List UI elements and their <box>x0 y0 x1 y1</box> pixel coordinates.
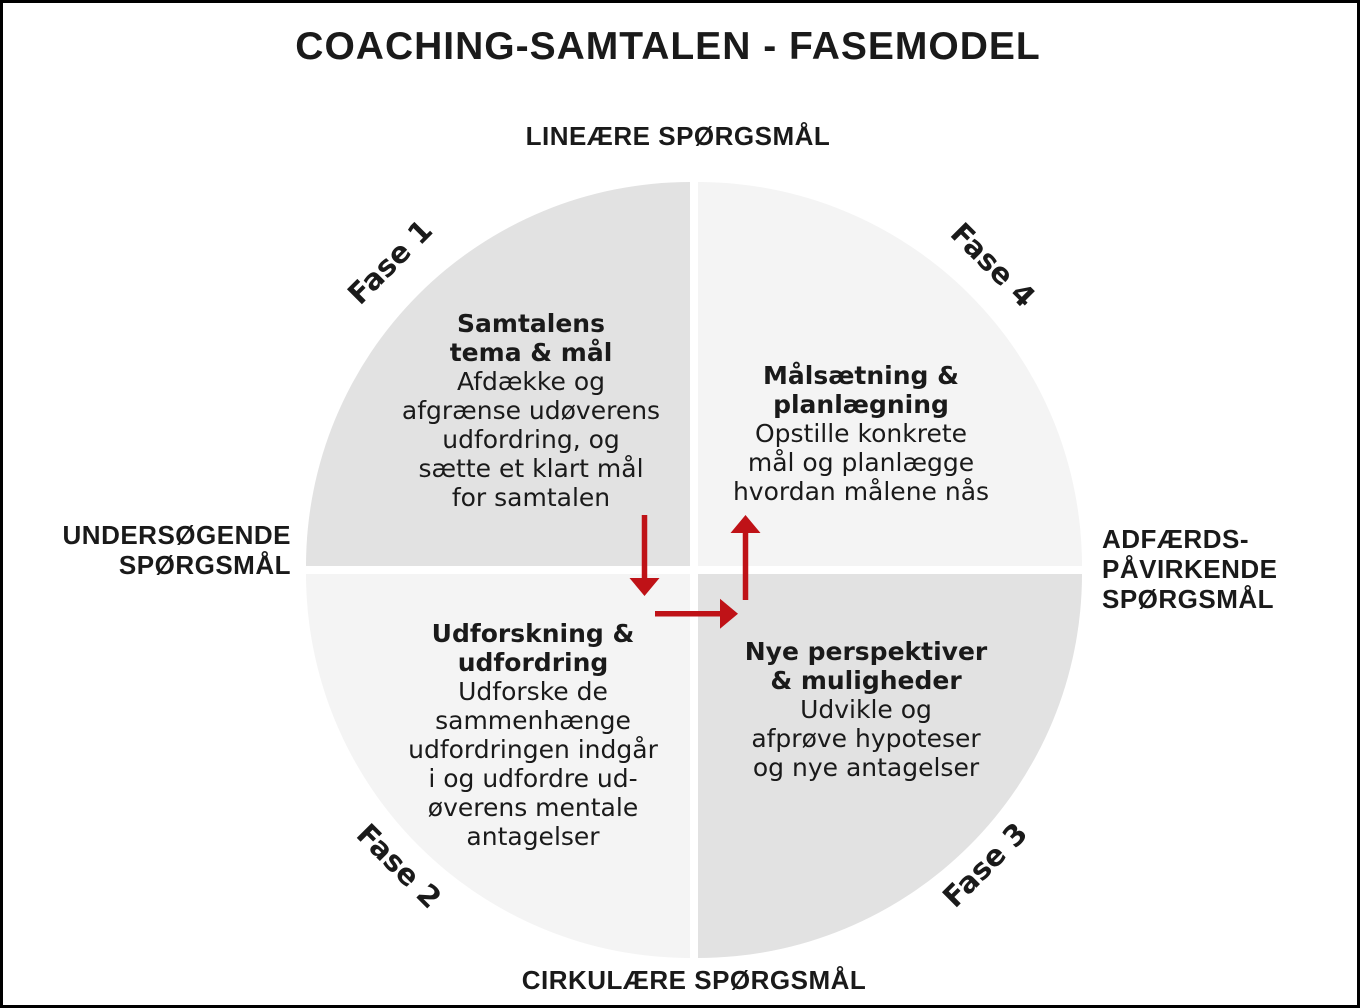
phase-circle <box>306 182 1082 958</box>
axis-label-top: LINEÆRE SPØRGSMÅL <box>525 121 831 151</box>
axis-label-right: ADFÆRDS- PÅVIRKENDE SPØRGSMÅL <box>1102 524 1278 614</box>
phase3-text-block: Nye perspektiver & muligheder Udvikle og… <box>716 637 1016 782</box>
phase1-heading: Samtalens tema & mål <box>449 309 613 367</box>
phase2-heading: Udforskning & udfordring <box>431 619 635 677</box>
phase4-body: Opstille konkrete mål og planlægge hvord… <box>732 419 990 506</box>
phase3-heading: Nye perspektiver & muligheder <box>744 637 988 695</box>
phase2-text-block: Udforskning & udfordring Udforske de sam… <box>373 619 693 851</box>
phase1-text-block: Samtalens tema & mål Afdække og afgrænse… <box>371 309 691 512</box>
axis-label-left: UNDERSØGENDE SPØRGSMÅL <box>62 520 291 580</box>
phase4-heading: Målsætning & planlægning <box>763 361 959 419</box>
phase3-body: Udvikle og afprøve hypoteser og nye anta… <box>751 695 981 782</box>
phase1-body: Afdække og afgrænse udøverens udfordring… <box>401 367 661 512</box>
phase4-text-block: Målsætning & planlægning Opstille konkre… <box>711 361 1011 506</box>
phase2-body: Udforske de sammenhænge udfordringen ind… <box>408 677 658 851</box>
axis-label-bottom: CIRKULÆRE SPØRGSMÅL <box>521 965 867 995</box>
diagram-title: COACHING-SAMTALEN - FASEMODEL <box>295 25 1041 68</box>
